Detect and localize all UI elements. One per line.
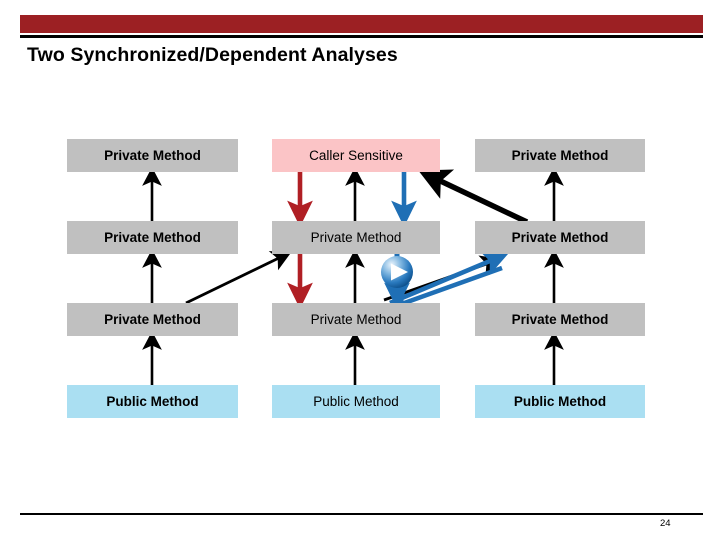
node-left-r4[interactable]: Public Method <box>67 385 238 418</box>
header-divider-rule <box>20 35 703 38</box>
edge-mid-r3-to-right-r2-blue <box>389 251 509 306</box>
footer-divider-rule <box>20 513 703 515</box>
node-middle-r3[interactable]: Private Method <box>272 303 440 336</box>
edge-right-r2-to-mid-r3-blue <box>383 265 503 314</box>
edge-mid-r3-to-right-r2-black <box>383 255 501 302</box>
node-middle-r2[interactable]: Private Method <box>272 221 440 254</box>
node-right-r4[interactable]: Public Method <box>475 385 645 418</box>
node-right-r1[interactable]: Private Method <box>475 139 645 172</box>
node-right-r3[interactable]: Private Method <box>475 303 645 336</box>
node-middle-r1-caller-sensitive[interactable]: Caller Sensitive <box>272 139 440 172</box>
header-accent-bar <box>20 15 703 33</box>
page-title: Two Synchronized/Dependent Analyses <box>27 44 398 66</box>
node-left-r2[interactable]: Private Method <box>67 221 238 254</box>
node-left-r1[interactable]: Private Method <box>67 139 238 172</box>
node-middle-r4[interactable]: Public Method <box>272 385 440 418</box>
play-sphere-icon <box>381 252 413 288</box>
edge-left-r3-to-mid-r2-diagonal <box>185 251 292 305</box>
edge-right-r2-to-caller-sensitive <box>418 169 529 225</box>
page-number: 24 <box>660 518 671 529</box>
node-left-r3[interactable]: Private Method <box>67 303 238 336</box>
node-right-r2[interactable]: Private Method <box>475 221 645 254</box>
